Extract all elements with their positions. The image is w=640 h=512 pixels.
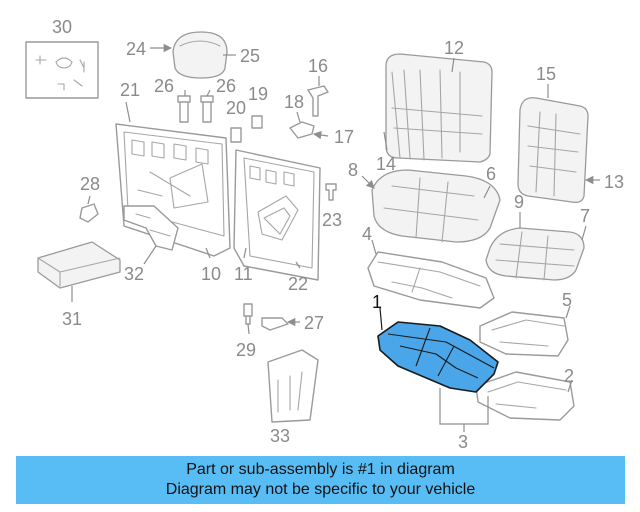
- part-6-cushion-cover: [371, 169, 501, 243]
- callout-33: 33: [270, 426, 290, 446]
- part-11-seatback-frame-right: [233, 149, 321, 281]
- part-20-clip: [230, 127, 242, 143]
- callout-31: 31: [62, 309, 82, 329]
- callout-10: 10: [201, 264, 221, 284]
- part-2-lower-bracket: [475, 371, 575, 421]
- callout-23: 23: [322, 210, 342, 230]
- callout-13: 13: [604, 172, 624, 192]
- callout-7: 7: [580, 206, 590, 226]
- part-32-bracket: [123, 205, 179, 251]
- part-12-seatback-cover: [385, 53, 493, 163]
- callout-27: 27: [304, 313, 324, 333]
- callout-22: 22: [288, 274, 308, 294]
- callout-6: 6: [486, 164, 496, 184]
- part-7-cushion-cover-right: [485, 227, 585, 281]
- part-5-cushion-pan-right: [479, 311, 569, 357]
- caption-line-2: Diagram may not be specific to your vehi…: [165, 481, 476, 498]
- part-31-armrest-pad: [37, 241, 121, 289]
- callout-14: 14: [376, 154, 396, 174]
- part-28-hinge-cap: [79, 203, 99, 223]
- part-33-trim-panel: [267, 349, 319, 423]
- callout-3: 3: [458, 432, 468, 452]
- callout-26b: 26: [216, 76, 236, 96]
- callout-18: 18: [284, 92, 304, 112]
- part-1-highlighted[interactable]: [377, 321, 499, 393]
- callout-11: 11: [234, 264, 253, 284]
- callout-25: 25: [240, 46, 260, 66]
- part-27-striker: [261, 317, 289, 331]
- part-16-release-handle: [307, 85, 329, 117]
- callout-16: 16: [308, 56, 328, 76]
- part-15-seatback-cover-right: [517, 97, 589, 204]
- callout-32: 32: [124, 264, 144, 284]
- part-23-bolt: [325, 183, 337, 201]
- part-18-latch: [289, 121, 315, 139]
- callout-28: 28: [80, 174, 100, 194]
- callout-20: 20: [226, 98, 246, 118]
- parts-diagram: 30 24 25 26 26 20 19 16 18 17: [25, 17, 624, 452]
- callout-21: 21: [120, 80, 140, 100]
- part-26-headrest-guides: [177, 95, 214, 123]
- callout-12: 12: [444, 38, 464, 58]
- caption-line-1: Part or sub-assembly is #1 in diagram: [186, 461, 455, 478]
- part-29-clip: [243, 303, 253, 325]
- callout-15: 15: [536, 64, 556, 84]
- callout-26a: 26: [154, 76, 174, 96]
- part-4-cushion-frame: [367, 251, 495, 309]
- callout-4: 4: [362, 224, 372, 244]
- part-19-bushing: [251, 115, 263, 129]
- caption-banner: Part or sub-assembly is #1 in diagram Di…: [16, 456, 625, 504]
- callout-17: 17: [334, 127, 354, 147]
- callout-1: 1: [372, 292, 382, 312]
- callout-8: 8: [348, 160, 358, 180]
- callout-9: 9: [514, 192, 524, 212]
- callout-5: 5: [562, 290, 572, 310]
- callout-29: 29: [236, 340, 256, 360]
- part-30-hardware-kit: [25, 41, 99, 99]
- callout-24: 24: [126, 39, 146, 59]
- part-24-headrest: [172, 31, 228, 79]
- callout-2: 2: [564, 366, 574, 386]
- callout-19: 19: [248, 84, 268, 104]
- callout-30: 30: [52, 17, 72, 37]
